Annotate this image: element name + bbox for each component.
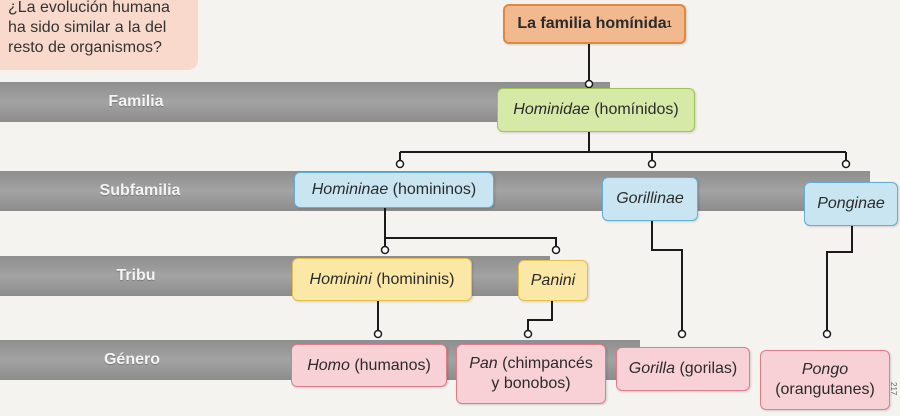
panini-latin: Panini [530, 271, 576, 289]
hominini-common: (homininis) [376, 270, 455, 288]
homininae-common: (homininos) [392, 181, 477, 198]
line-ponginae-pongo [826, 226, 853, 334]
node-ponginae: Ponginae [804, 182, 898, 226]
node-hominini: Hominini (homininis) [292, 258, 472, 301]
pan-common-2: y bonobos) [491, 375, 571, 392]
line-gorillinae-gorilla [651, 221, 683, 334]
line-panini-pan [527, 301, 553, 334]
pongo-common: (orangutanes) [775, 381, 875, 398]
node-panini: Panini [518, 260, 588, 301]
band-label-subfamilia: Subfamilia [99, 182, 181, 199]
node-pongo: Pongo (orangutanes) [760, 350, 890, 410]
homininae-latin: Homininae [311, 181, 389, 198]
line-hominidae-subfamilies [399, 132, 847, 164]
question-text: ¿La evolución humana ha sido similar a l… [8, 0, 170, 56]
node-pan: Pan (chimpancés y bonobos) [456, 344, 606, 404]
hominidae-latin: Hominidae [513, 101, 590, 118]
band-label-genero: Género [103, 351, 160, 368]
title-text: La familia homínida [517, 15, 667, 32]
hominidae-common: (homínidos) [594, 101, 679, 118]
band-label-tribu: Tribu [116, 267, 156, 284]
band-label-familia: Familia [108, 93, 164, 110]
question-box: ¿La evolución humana ha sido similar a l… [0, 0, 198, 70]
line-homininae-tribes [384, 208, 557, 250]
pan-common: (chimpancés [502, 355, 593, 372]
gorillinae-latin: Gorillinae [616, 190, 684, 207]
gorilla-common: (gorilas) [679, 360, 738, 377]
hominini-latin: Hominini [309, 270, 372, 288]
node-homininae: Homininae (homininos) [294, 172, 494, 208]
page-side-mark: 217 [889, 382, 898, 396]
gorilla-latin: Gorilla [628, 360, 675, 377]
node-hominidae: Hominidae (homínidos) [497, 88, 695, 132]
ponginae-latin: Ponginae [817, 195, 885, 212]
pan-latin: Pan [469, 355, 498, 372]
homo-latin: Homo [307, 356, 350, 374]
pongo-latin: Pongo [801, 361, 849, 378]
homo-common: (humanos) [354, 356, 431, 374]
node-gorillinae: Gorillinae [602, 177, 698, 221]
node-gorilla: Gorilla (gorilas) [616, 347, 750, 391]
node-homo: Homo (humanos) [291, 344, 447, 387]
